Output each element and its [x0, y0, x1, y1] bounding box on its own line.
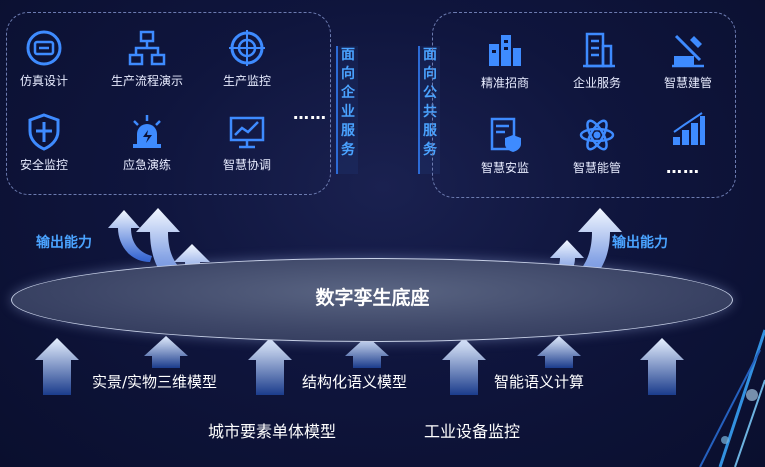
- item-simulation-design: 仿真设计: [4, 28, 84, 89]
- item-label: 仿真设计: [19, 74, 68, 88]
- security-shield-icon: [28, 113, 60, 151]
- item-label: 智慧能管: [572, 161, 621, 175]
- item-bar-chart: [648, 110, 728, 154]
- item-label: 生产监控: [222, 74, 271, 88]
- enterprise-services-vertical-label: 面向企业服务: [336, 46, 358, 174]
- output-arrow-right: [520, 208, 622, 304]
- base-title: 数字孪生底座: [315, 287, 430, 309]
- item-enterprise-service: 企业服务: [557, 30, 637, 91]
- public-services-panel: [432, 12, 736, 198]
- decorative-light-streaks: [699, 329, 765, 467]
- item-security-monitor: 安全监控: [4, 112, 84, 173]
- item-label: 智慧安监: [480, 161, 529, 175]
- item-label: 精准招商: [480, 76, 529, 90]
- smart-coordination-icon: [229, 116, 265, 149]
- energy-atom-icon: [579, 119, 615, 151]
- output-capability-left-label: 输出能力: [36, 235, 92, 251]
- item-smart-safety-supervision: 智慧安监: [465, 115, 545, 176]
- bar-chart-icon: [673, 112, 705, 145]
- enterprise-services-panel: [6, 12, 331, 195]
- item-label: 应急演练: [122, 158, 171, 172]
- model-label-3d-model: 实景/实物三维模型: [92, 373, 218, 391]
- item-label: 安全监控: [19, 158, 68, 172]
- model-label-industrial-equipment: 工业设备监控: [424, 422, 521, 441]
- production-monitor-icon: [229, 30, 265, 66]
- safety-document-icon: [490, 117, 521, 152]
- emergency-alarm-icon: [133, 115, 161, 148]
- more-items-indicator: ……: [666, 158, 700, 177]
- item-smart-coordination: 智慧协调: [207, 112, 287, 173]
- item-label: 企业服务: [572, 76, 621, 90]
- model-label-intelligent-semantic: 智能语义计算: [494, 373, 585, 391]
- item-label: 智慧建管: [663, 76, 712, 90]
- item-label: 智慧协调: [222, 158, 271, 172]
- item-label: 生产流程演示: [110, 74, 183, 88]
- item-production-monitor: 生产监控: [207, 28, 287, 89]
- simulation-design-icon: [26, 30, 62, 66]
- city-buildings-icon: [489, 35, 521, 66]
- output-capability-right-label: 输出能力: [612, 235, 668, 251]
- enterprise-building-icon: [583, 32, 615, 68]
- more-items-indicator: ……: [293, 104, 327, 123]
- model-label-city-element: 城市要素单体模型: [208, 422, 337, 441]
- item-smart-energy-management: 智慧能管: [557, 115, 637, 176]
- item-emergency-drill: 应急演练: [107, 112, 187, 173]
- item-smart-construction: 智慧建管: [648, 30, 728, 91]
- public-services-vertical-label: 面向公共服务: [418, 46, 440, 174]
- model-label-structured-semantic: 结构化语义模型: [302, 373, 408, 391]
- item-process-flow: 生产流程演示: [107, 28, 187, 89]
- digital-twin-base-platform: [11, 258, 733, 342]
- input-arrows: [35, 336, 684, 395]
- item-precise-investment: 精准招商: [465, 30, 545, 91]
- process-flow-icon: [128, 30, 166, 66]
- construction-icon: [672, 34, 704, 68]
